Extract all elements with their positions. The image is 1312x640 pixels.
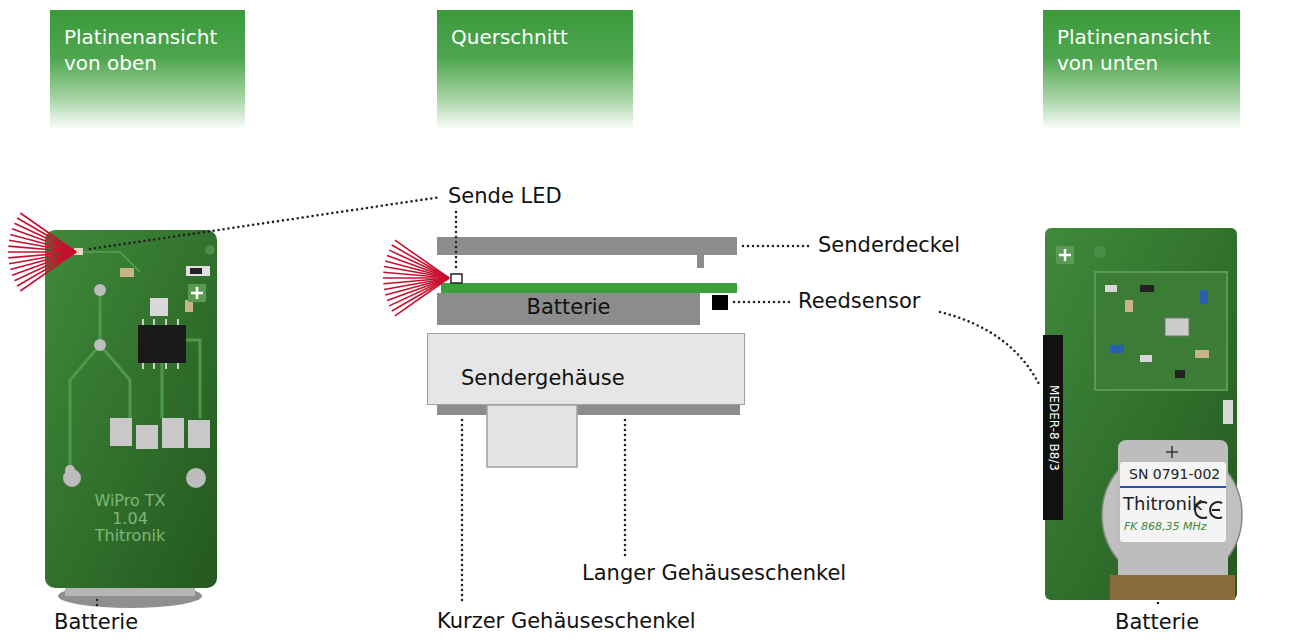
battery-block: Batterie [437, 293, 700, 325]
part-label: Langer Gehäuseschenkel [582, 562, 846, 585]
battery-print: FK 868,35 MHz [1124, 521, 1207, 533]
led-rays [8, 213, 76, 291]
led-ray [14, 252, 76, 281]
led-ray [12, 252, 76, 275]
part-label: Batterie [54, 611, 138, 634]
battery-print: Thitronik [1123, 494, 1202, 514]
led-ray [17, 252, 76, 286]
led-ray [20, 213, 76, 252]
battery-print: SN 0791-002 [1129, 467, 1220, 482]
housing-block: Sendergehäuse [427, 333, 745, 405]
node-text: Platinenansicht von unten [1057, 24, 1230, 76]
pcb-top-photo [45, 230, 217, 608]
led-ray [9, 240, 76, 252]
header-band: Querschnitt [437, 10, 633, 130]
pcb-bottom-photo [1043, 228, 1242, 600]
part-label: Reedsensor [798, 290, 920, 313]
header-band: Platinenansicht von unten [1043, 10, 1240, 130]
component-print: MEDER-8 B8/3 [1046, 385, 1059, 471]
node-text: Batterie [526, 294, 610, 321]
node-text: Platinenansicht von oben [64, 24, 235, 76]
board-print: WiPro TX 1.04 Thitronik [85, 492, 175, 545]
leader-lines [90, 197, 1158, 608]
part-label: Sende LED [448, 185, 562, 208]
part-label: Batterie [1115, 611, 1199, 634]
node-text: Sendergehäuse [461, 365, 625, 392]
part-label: Kurzer Gehäuseschenkel [437, 610, 696, 633]
part-label: Senderdeckel [818, 234, 960, 257]
led-ray [383, 272, 449, 278]
node-text: Querschnitt [451, 24, 568, 50]
led-ray [384, 267, 449, 279]
header-band: Platinenansicht von oben [50, 10, 245, 130]
led-ray [395, 240, 449, 278]
led-ray [20, 252, 76, 291]
led-ray [8, 246, 76, 252]
